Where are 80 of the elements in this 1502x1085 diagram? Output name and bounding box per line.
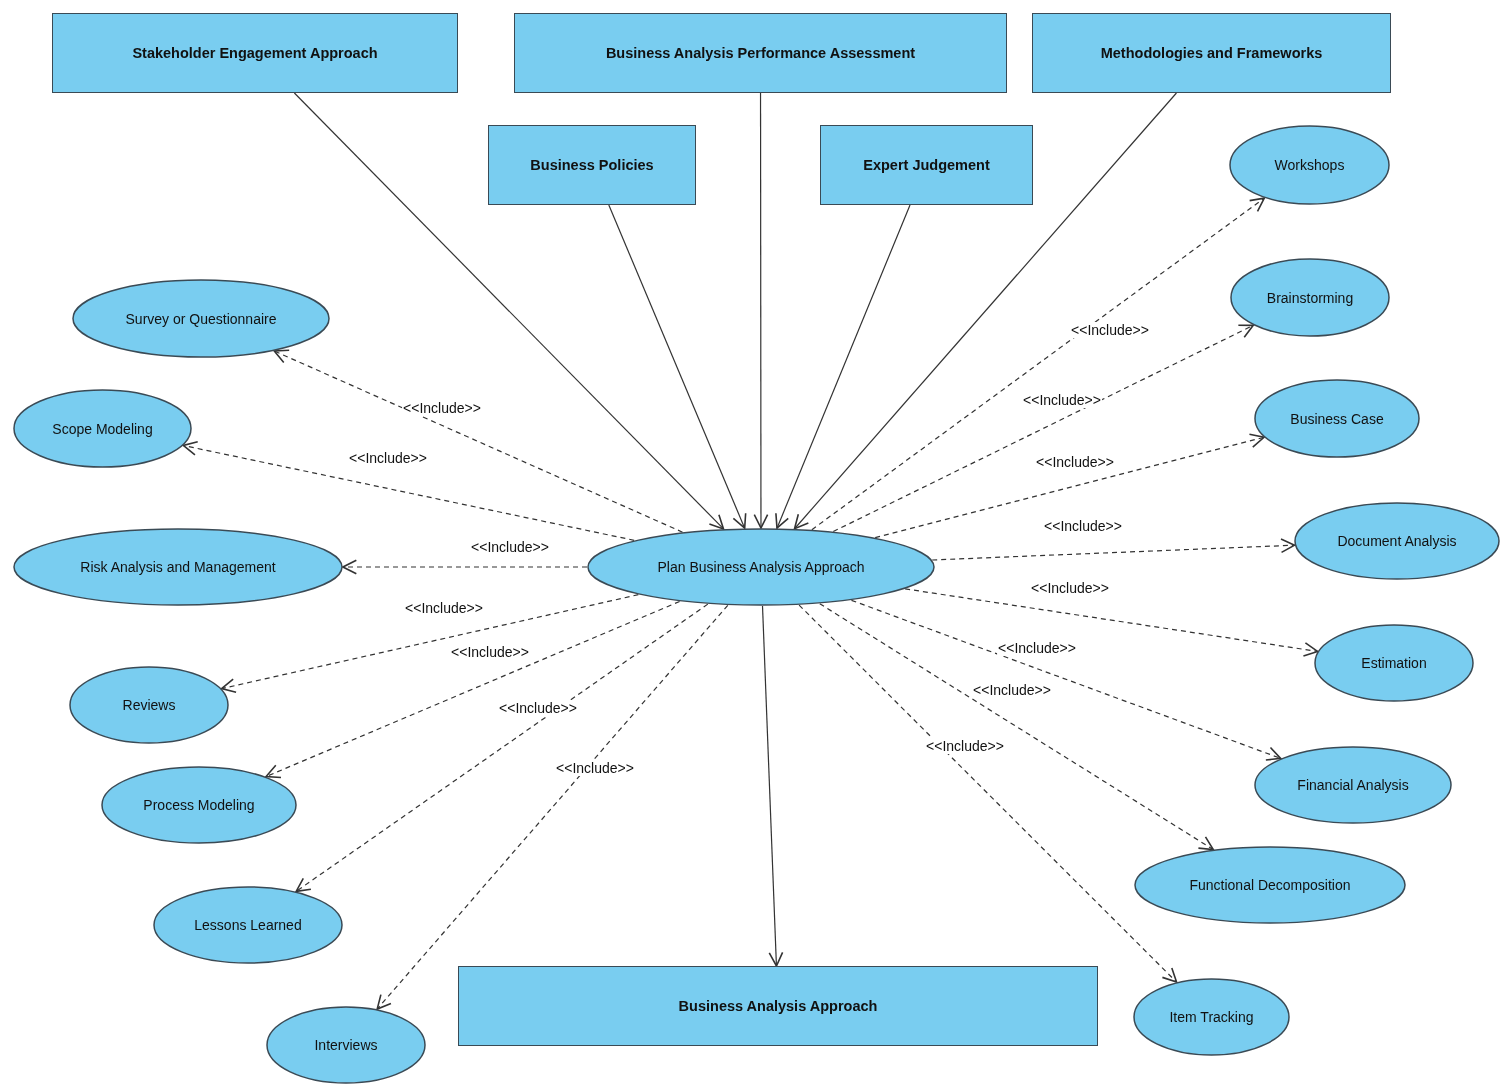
use-case-label: Interviews — [314, 1037, 378, 1053]
arrow — [608, 204, 747, 529]
box-label: Stakeholder Engagement Approach — [132, 45, 378, 61]
arrow — [793, 92, 1178, 530]
arrow — [775, 204, 911, 529]
use-case-ellipse — [1133, 978, 1290, 1056]
use-case-label: Plan Business Analysis Approach — [657, 559, 865, 575]
dashed-arrow — [342, 559, 588, 575]
use-case-ellipse — [13, 528, 343, 606]
edge-label: <<Include>> — [402, 400, 482, 416]
use-case-ellipse — [587, 528, 935, 606]
dashed-arrow — [850, 599, 1282, 761]
use-case-ellipse — [1134, 846, 1406, 924]
rectangle-box — [458, 966, 1098, 1046]
box-label: Expert Judgement — [863, 157, 990, 173]
dashed-arrow — [798, 604, 1178, 983]
use-case-label: Lessons Learned — [194, 917, 302, 933]
edge-label: <<Include>> — [1030, 580, 1110, 596]
use-case-ellipse — [69, 666, 229, 744]
arrow — [753, 92, 769, 529]
use-case-label: Functional Decomposition — [1189, 877, 1351, 893]
dashed-arrow — [874, 433, 1265, 539]
use-case-label: Workshops — [1274, 157, 1345, 173]
edge-label: <<Include>> — [1035, 454, 1115, 470]
box-label: Business Analysis Performance Assessment — [605, 45, 916, 61]
use-case-label: Brainstorming — [1266, 289, 1354, 306]
use-case-label: Reviews — [122, 697, 176, 713]
edge-label: <<Include>> — [1043, 518, 1123, 534]
use-case-ellipse — [101, 766, 297, 844]
use-case-label: Process Modeling — [143, 797, 255, 813]
edge-label: <<Include>> — [450, 644, 530, 660]
use-case-label: Financial Analysis — [1297, 777, 1409, 793]
edge-label: <<Include>> — [925, 738, 1005, 754]
dashed-arrow — [273, 349, 684, 533]
use-case-ellipse — [13, 389, 192, 468]
edge-label: <<Include>> — [404, 600, 484, 616]
use-case-ellipse — [1254, 379, 1420, 458]
dashed-arrow — [182, 440, 635, 541]
use-case-label: Item Tracking — [1169, 1009, 1254, 1025]
dashed-arrow — [265, 600, 681, 779]
use-case-ellipse — [1230, 258, 1390, 337]
rectangle-box — [1032, 13, 1391, 93]
edge-label: <<Include>> — [972, 682, 1052, 698]
rectangle-box — [820, 125, 1033, 205]
edge-label: <<Include>> — [498, 700, 578, 716]
dashed-arrow — [220, 594, 639, 693]
use-case-label: Estimation — [1361, 655, 1427, 671]
use-case-label: Business Case — [1290, 410, 1384, 427]
box-label: Methodologies and Frameworks — [1100, 45, 1323, 61]
arrow — [761, 605, 784, 967]
dashed-arrow — [832, 324, 1255, 533]
dashed-arrow — [931, 538, 1296, 561]
dashed-arrow — [811, 197, 1266, 531]
rectangle-box — [514, 13, 1007, 93]
edge-label: <<Include>> — [1070, 322, 1150, 338]
use-case-label: Survey or Questionnaire — [125, 310, 277, 327]
dashed-arrow — [819, 603, 1215, 851]
use-case-ellipse — [1229, 125, 1390, 205]
dashed-arrow — [376, 604, 729, 1010]
use-case-ellipse — [1294, 502, 1500, 580]
edge-label: <<Include>> — [555, 760, 635, 776]
edge-label: <<Include>> — [997, 640, 1077, 656]
dashed-arrow — [904, 588, 1319, 657]
arrow — [293, 92, 725, 530]
use-case-label: Risk Analysis and Management — [80, 559, 276, 575]
edge-label: <<Include>> — [1022, 392, 1102, 408]
box-label: Business Analysis Approach — [678, 998, 878, 1014]
use-case-ellipse — [1314, 624, 1474, 702]
edge-label: <<Include>> — [348, 450, 428, 466]
rectangle-box — [52, 13, 458, 93]
rectangle-box — [488, 125, 696, 205]
use-case-label: Scope Modeling — [52, 420, 153, 437]
use-case-label: Document Analysis — [1337, 533, 1457, 549]
use-case-ellipse — [72, 279, 330, 358]
use-case-ellipse — [266, 1006, 426, 1084]
dashed-arrow — [295, 603, 709, 893]
box-label: Business Policies — [530, 157, 654, 173]
use-case-ellipse — [1254, 746, 1452, 824]
edge-label: <<Include>> — [470, 539, 550, 555]
use-case-ellipse — [153, 886, 343, 964]
